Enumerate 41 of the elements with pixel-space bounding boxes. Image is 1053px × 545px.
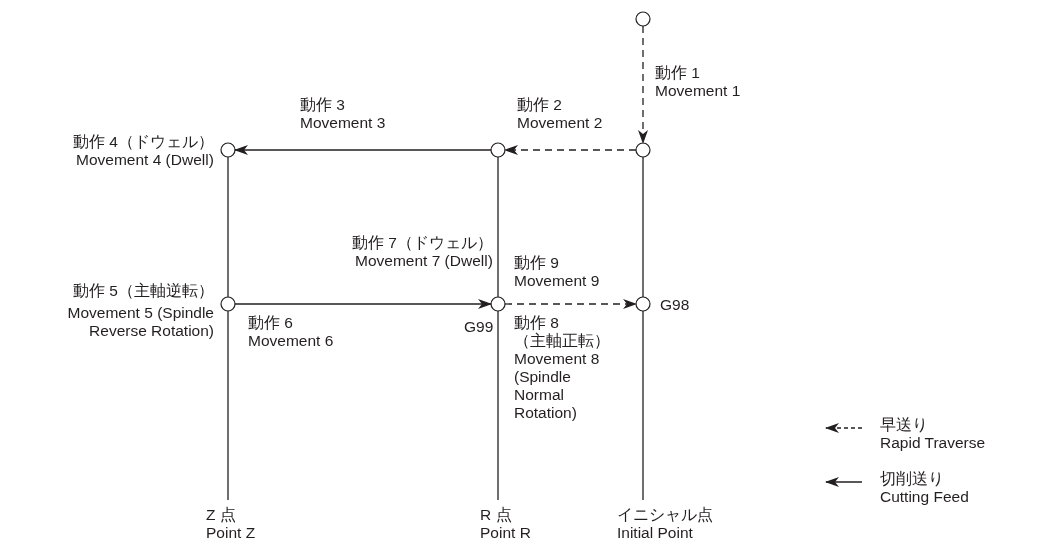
legend-text: 切削送り Cutting Feed	[880, 470, 969, 506]
legend-text: 早送り Rapid Traverse	[880, 416, 986, 452]
point-label: R 点	[480, 506, 512, 524]
edge-label: 動作 1 Movement 1	[655, 64, 742, 100]
point-label: Z 点	[206, 506, 236, 524]
point-caption: Movement 7 (Dwell)	[355, 252, 493, 270]
point-caption: Movement 5 (Spindle Reverse Rotation)	[66, 304, 214, 340]
edge-label: 動作 9 Movement 9	[514, 254, 601, 290]
guide-line	[642, 156, 644, 298]
point-caption: Movement 4 (Dwell)	[76, 151, 214, 169]
point-label: Point Z	[206, 524, 256, 542]
arrow	[638, 25, 648, 144]
arrow	[504, 145, 637, 155]
guide-line	[227, 156, 229, 298]
point-circle	[635, 142, 651, 158]
point-caption: Movement 8 (Spindle Normal Rotation)	[514, 350, 601, 422]
arrow	[234, 145, 492, 155]
point-circle	[635, 296, 651, 312]
guide-line	[227, 310, 229, 501]
point-circle	[220, 296, 236, 312]
point-circle	[490, 296, 506, 312]
edge-label: 動作 2 Movement 2	[517, 96, 604, 132]
guide-line	[497, 310, 499, 501]
point-caption: G98	[660, 296, 690, 314]
point-caption: 動作 7（ドウェル）	[352, 234, 493, 252]
point-circle	[220, 142, 236, 158]
arrow	[504, 299, 637, 309]
guide-line	[642, 310, 644, 501]
point-caption: 動作 4（ドウェル）	[73, 133, 214, 151]
point-circle	[635, 11, 651, 27]
point-label: Initial Point	[617, 524, 693, 542]
point-caption: 動作 5（主軸逆転）	[73, 282, 214, 300]
edge-label: 動作 3 Movement 3	[300, 96, 387, 132]
guide-line	[497, 156, 499, 298]
point-label: Point R	[480, 524, 531, 542]
point-label: イニシャル点	[617, 506, 713, 524]
point-caption: G99	[464, 318, 494, 336]
edge-label: 動作 6 Movement 6	[248, 314, 335, 350]
point-caption: 動作 8（主軸正転）	[514, 314, 606, 350]
arrow	[234, 299, 492, 309]
point-circle	[490, 142, 506, 158]
